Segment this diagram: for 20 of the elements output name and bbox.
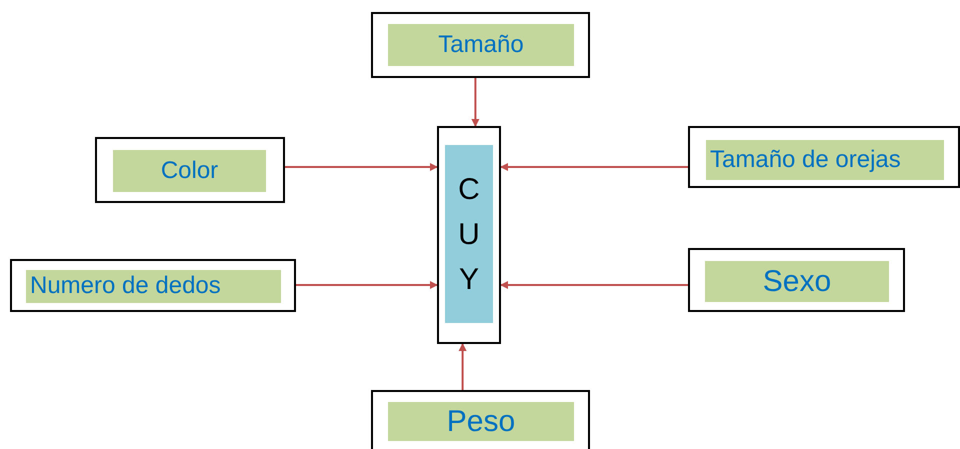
center-label: C U Y: [445, 145, 493, 323]
attribute-label: Peso: [388, 402, 574, 441]
attribute-box: [95, 137, 285, 203]
attribute-label: Tamaño: [388, 24, 574, 66]
attribute-box: [371, 390, 590, 449]
attribute-box: [688, 126, 960, 188]
arrow: [500, 281, 688, 289]
arrow: [458, 343, 467, 390]
attribute-box: [688, 248, 905, 312]
arrow: [296, 281, 438, 289]
attribute-label: Sexo: [705, 261, 889, 302]
arrow: [500, 163, 688, 171]
attribute-label: Tamaño de orejas: [706, 140, 944, 180]
center-box: [437, 126, 501, 344]
arrow: [285, 163, 438, 171]
arrow: [471, 78, 480, 127]
attribute-box: [10, 259, 296, 312]
attribute-label: Numero de dedos: [26, 270, 281, 303]
attribute-label: Color: [113, 150, 266, 192]
attribute-box: [371, 12, 590, 78]
